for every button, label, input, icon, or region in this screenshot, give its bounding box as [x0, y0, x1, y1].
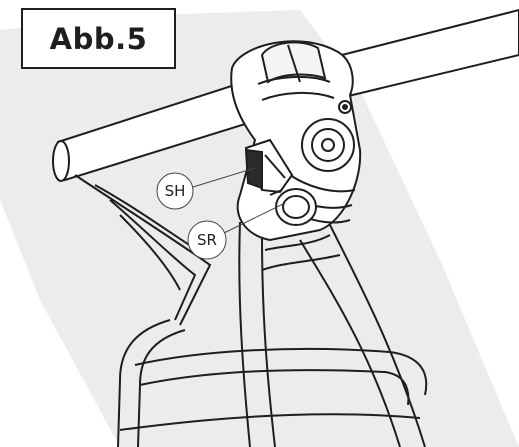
callout-sr-leader — [223, 203, 284, 234]
sr-screw — [269, 188, 317, 226]
callout-sh-label: SH — [165, 182, 186, 200]
callout-sh-circle — [156, 172, 194, 210]
sh-lever — [244, 138, 294, 194]
callout-sr-label: SR — [197, 231, 217, 249]
callout-sr: SR — [187, 203, 284, 260]
frame — [74, 174, 428, 447]
callout-sh: SH — [156, 167, 256, 210]
handlebar — [52, 8, 519, 182]
figure-label: Abb.5 — [21, 8, 176, 69]
callout-sr-circle — [187, 220, 227, 260]
callout-sh-leader — [192, 167, 256, 188]
